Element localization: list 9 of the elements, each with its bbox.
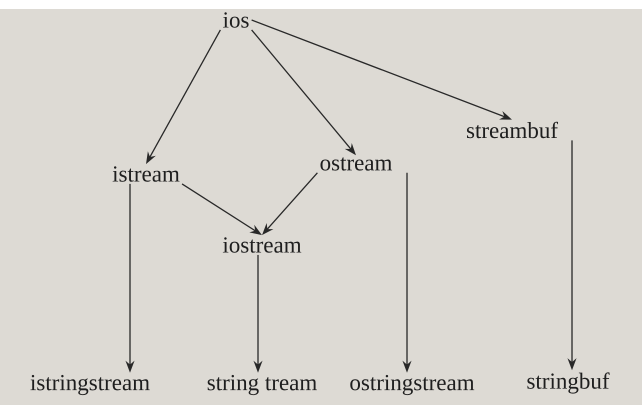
class-label: istringstream (30, 374, 150, 396)
class-label: ostringstream (350, 374, 474, 396)
class-label: ios (223, 12, 249, 28)
class-label: istream (112, 166, 180, 182)
class-label: ostream (320, 157, 392, 171)
class-label: string tream (208, 374, 317, 396)
class-label: iostream (222, 237, 302, 253)
class-label: streambuf (466, 122, 558, 138)
class-label: stringbuf (527, 372, 610, 394)
